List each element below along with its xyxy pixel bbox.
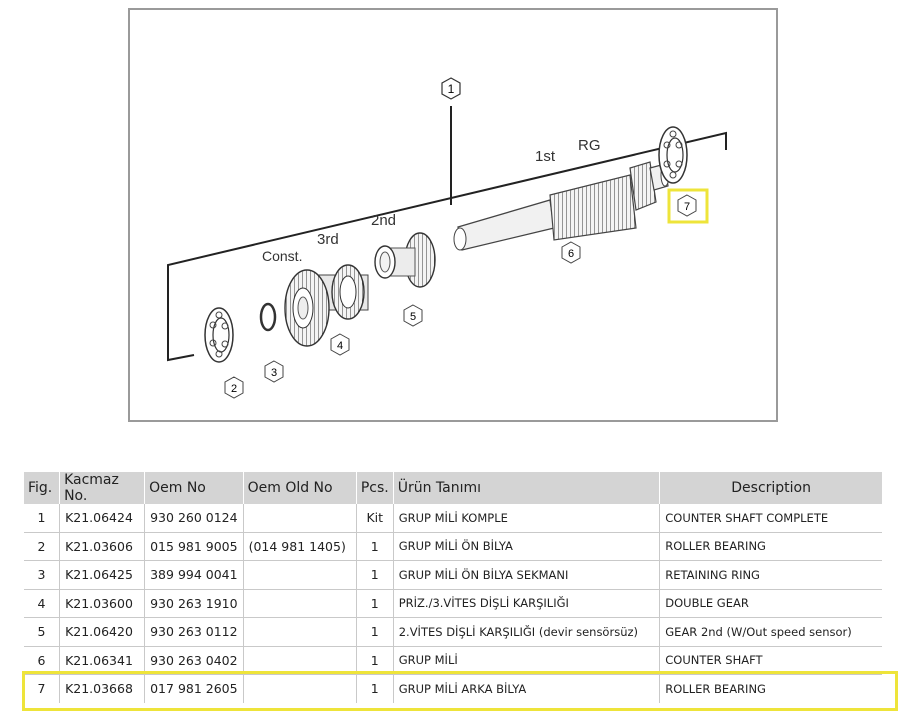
header-fig: Fig. [24,472,61,504]
cell-oem: 930 263 0402 [144,646,244,675]
cell-fig: 7 [24,674,61,703]
label-3rd: 3rd [317,231,339,248]
cell-kacmaz: K21.06424 [59,504,146,533]
cell-kacmaz: K21.03606 [59,532,146,561]
retaining-ring [259,302,277,332]
svg-text:3: 3 [271,367,277,379]
cell-oem-old [243,646,357,675]
cell-description: GEAR 2nd (W/Out speed sensor) [659,617,882,647]
svg-text:6: 6 [568,248,574,260]
cell-description: DOUBLE GEAR [659,589,882,618]
exploded-diagram: 1 [128,8,778,422]
callout-5: 5 [403,304,423,327]
cell-kacmaz: K21.06420 [59,617,146,647]
cell-pcs: 1 [356,532,394,561]
cell-urun: 2.VİTES DİŞLİ KARŞILIĞI (devir sensörsüz… [393,617,661,647]
cell-oem-old: (014 981 1405) [243,532,357,561]
cell-oem: 930 263 0112 [144,617,244,647]
callout-6: 6 [561,241,581,264]
header-kacmaz: Kacmaz No. [59,472,146,504]
cell-oem-old [243,589,357,618]
cell-kacmaz: K21.03600 [59,589,146,618]
cell-oem-old [243,560,357,590]
cell-description: COUNTER SHAFT [659,646,882,675]
table-row-highlighted: 7 K21.03668 017 981 2605 1 GRUP MİLİ ARK… [24,674,882,703]
double-gear [284,264,369,347]
callout-7-highlight [667,188,709,224]
rear-bearing [658,126,688,184]
cell-description: COUNTER SHAFT COMPLETE [659,504,882,533]
cell-urun: GRUP MİLİ [393,646,661,675]
label-const: Const. [262,248,302,264]
cell-description: ROLLER BEARING [665,681,766,696]
cell-urun: GRUP MİLİ KOMPLE [393,504,661,533]
counter-shaft [453,161,670,251]
cell-fig: 3 [24,560,61,590]
callout-3: 3 [264,360,284,383]
cell-oem: 930 263 1910 [144,589,244,618]
cell-oem: 389 994 0041 [144,560,244,590]
cell-pcs: 1 [356,560,394,590]
cell-kacmaz: K21.06425 [59,560,146,590]
callout-2: 2 [224,376,244,399]
svg-text:2: 2 [231,383,237,395]
cell-urun: GRUP MİLİ ARKA BİLYA [393,674,661,703]
callout-7: 7 [667,188,709,224]
svg-text:4: 4 [337,340,343,352]
cell-oem: 930 260 0124 [144,504,244,533]
svg-text:1: 1 [448,82,455,96]
cell-fig: 4 [24,589,61,618]
gear-2nd [374,232,436,288]
cell-pcs: 1 [356,589,394,618]
table-row: 5 K21.06420 930 263 0112 1 2.VİTES DİŞLİ… [24,617,882,647]
header-urun: Ürün Tanımı [393,472,661,504]
cell-pcs: 1 [356,674,394,703]
header-description: Description [659,472,882,504]
cell-oem: 017 981 2605 [144,674,244,703]
header-oem-old: Oem Old No [243,472,357,504]
cell-fig: 5 [24,617,61,647]
label-2nd: 2nd [371,212,396,229]
header-oem: Oem No [144,472,244,504]
callout-4: 4 [330,333,350,356]
cell-oem-old [243,617,357,647]
cell-kacmaz: K21.03668 [59,674,146,703]
cell-oem-old [243,674,357,703]
cell-pcs: 1 [356,617,394,647]
row-7-highlight-box [22,671,898,711]
cell-pcs: Kit [356,504,394,533]
label-rg: RG [578,137,601,154]
cell-kacmaz: K21.06341 [59,646,146,675]
cell-oem: 015 981 9005 [144,532,244,561]
front-bearing [204,307,234,363]
cell-urun: GRUP MİLİ ÖN BİLYA SEKMANI [393,560,661,590]
cell-oem-old [243,504,357,533]
parts-table: Fig. Kacmaz No. Oem No Oem Old No Pcs. Ü… [24,472,882,703]
label-1st: 1st [535,148,556,165]
table-row: 3 K21.06425 389 994 0041 1 GRUP MİLİ ÖN … [24,560,882,590]
cell-urun: GRUP MİLİ ÖN BİLYA [393,532,661,561]
cell-description: RETAINING RING [659,560,882,590]
cell-description: ROLLER BEARING [659,532,882,561]
callout-1: 1 [441,77,461,100]
table-row: 2 K21.03606 015 981 9005 (014 981 1405) … [24,532,882,561]
cell-urun: PRİZ./3.VİTES DİŞLİ KARŞILIĞI [393,589,661,618]
cell-fig: 6 [24,646,61,675]
table-header-row: Fig. Kacmaz No. Oem No Oem Old No Pcs. Ü… [24,472,882,504]
table-row: 4 K21.03600 930 263 1910 1 PRİZ./3.VİTES… [24,589,882,618]
header-pcs: Pcs. [356,472,394,504]
svg-text:7: 7 [684,201,690,213]
cell-fig: 1 [24,504,61,533]
svg-text:5: 5 [410,311,416,323]
cell-fig: 2 [24,532,61,561]
table-row: 6 K21.06341 930 263 0402 1 GRUP MİLİ COU… [24,646,882,675]
group-bracket-line [167,131,727,362]
table-row: 1 K21.06424 930 260 0124 Kit GRUP MİLİ K… [24,504,882,533]
cell-pcs: 1 [356,646,394,675]
diagram-drawing: 1 [167,77,727,399]
